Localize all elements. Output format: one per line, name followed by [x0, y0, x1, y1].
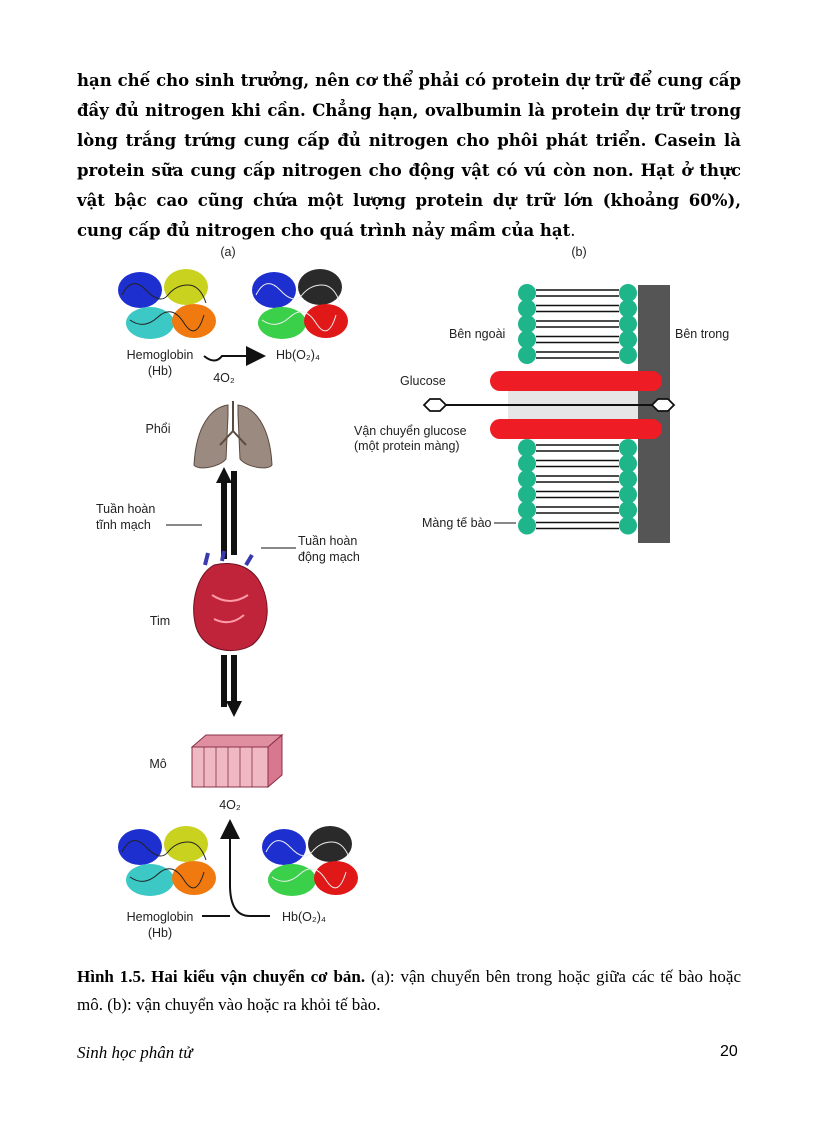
arterial-label-line1: Tuần hoàn [298, 534, 357, 548]
lipid-bilayer [518, 284, 637, 535]
lipid-head [619, 284, 637, 302]
venous-label-line1: Tuần hoàn [96, 502, 155, 516]
hb-bottom-label: (Hb) [148, 926, 172, 940]
hbo2-bottom-label: Hb(O₂)₄ [282, 910, 326, 924]
lipid-head [619, 315, 637, 333]
lungs-image [193, 401, 273, 469]
o2-bottom-label: 4O₂ [219, 798, 241, 812]
lipid-head [518, 501, 536, 519]
footer-book-title: Sinh học phân tử [77, 1043, 193, 1062]
hemoglobin-bottom-label: Hemoglobin [127, 910, 194, 924]
cytoplasm-region [638, 285, 670, 543]
figure-1-5: (a) Hemoglobin (Hb) Hb(O₂)₄ 4O₂ Phổi Tuầ… [96, 245, 729, 940]
caption-title: Hình 1.5. Hai kiểu vận chuyển cơ bản. [77, 967, 366, 986]
lipid-head [619, 454, 637, 473]
glucose-molecule-inside [650, 398, 676, 412]
paragraph-text: hạn chế cho sinh trưởng, nên cơ thể phải… [77, 71, 741, 240]
lipid-head [619, 501, 637, 519]
lipid-head [518, 284, 536, 302]
lungs-label: Phổi [145, 422, 170, 436]
panel-b-label: (b) [571, 245, 586, 259]
arterial-label-line2: động mạch [298, 550, 360, 564]
caption-text: (a): vận chuyển bên trong hoặc giữa các … [77, 967, 741, 1014]
panel-a-label: (a) [220, 245, 235, 259]
lipid-head [518, 516, 536, 535]
arterial-arrow [226, 471, 242, 717]
lipid-head [619, 485, 637, 504]
lipid-head [619, 516, 637, 535]
inside-label: Bên trong [675, 327, 729, 341]
hb-top-label: (Hb) [148, 364, 172, 378]
binding-arrow-top [203, 346, 266, 366]
hemoglobin-top-label: Hemoglobin [127, 348, 194, 362]
lipid-head [518, 485, 536, 504]
lipid-head [518, 439, 536, 457]
hemoglobin-structure-bottom [118, 826, 216, 896]
hbo2-top-label: Hb(O₂)₄ [276, 348, 320, 362]
hbo2-structure-top [252, 269, 348, 339]
lipid-head [518, 454, 536, 473]
release-arrow-bottom [220, 819, 270, 917]
lipid-head [518, 299, 536, 318]
membrane-label: Màng tế bào [422, 516, 492, 530]
tissue-label: Mô [149, 757, 166, 771]
hemoglobin-structure-top [118, 269, 216, 339]
page-number: 20 [720, 1043, 738, 1060]
heart-label: Tim [150, 614, 170, 628]
lipid-head [518, 346, 536, 364]
lipid-head [619, 439, 637, 457]
lipid-head [619, 330, 637, 349]
lipid-head [619, 470, 637, 488]
transporter-label-line2: (một protein màng) [354, 439, 460, 453]
lipid-head [619, 299, 637, 318]
figure-caption: Hình 1.5. Hai kiểu vận chuyển cơ bản. (a… [77, 963, 741, 1019]
body-paragraph: hạn chế cho sinh trưởng, nên cơ thể phải… [77, 66, 741, 246]
transporter-label-line1: Vận chuyển glucose [354, 424, 467, 438]
glucose-label: Glucose [400, 374, 446, 388]
outside-label: Bên ngoài [449, 327, 505, 341]
o2-top-label: 4O₂ [213, 371, 235, 385]
venous-arrow [216, 467, 232, 707]
lipid-head [518, 330, 536, 349]
tissue-block [190, 733, 284, 789]
venous-label-line2: tĩnh mạch [96, 518, 151, 532]
lipid-head [619, 346, 637, 364]
glucose-molecule-outside [422, 398, 448, 412]
lipid-head [518, 470, 536, 488]
hbo2-structure-bottom [262, 826, 358, 896]
heart-image [193, 550, 268, 652]
paragraph-tail: . [570, 221, 576, 240]
lipid-head [518, 315, 536, 333]
